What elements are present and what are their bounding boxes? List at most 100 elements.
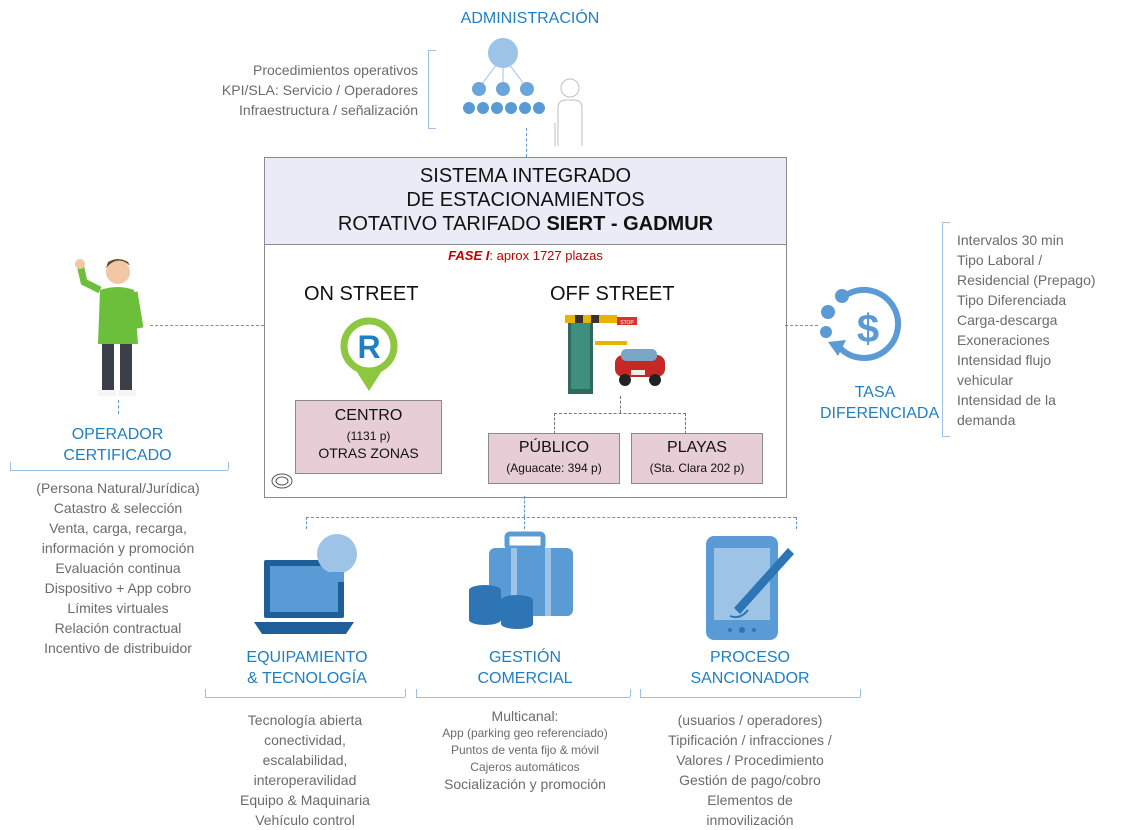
tasa-item: Tipo Laboral / xyxy=(957,252,1043,268)
gestion-item: Socialización y promoción xyxy=(444,776,606,792)
equipamiento-title-line1: EQUIPAMIENTO xyxy=(246,649,368,666)
equipamiento-title: EQUIPAMIENTO & TECNOLOGÍA xyxy=(212,647,402,689)
gestion-item: Cajeros automáticos xyxy=(470,760,580,774)
ring-icon xyxy=(271,473,293,489)
system-header: SISTEMA INTEGRADO DE ESTACIONAMIENTOS RO… xyxy=(265,158,786,245)
operator-item: Límites virtuales xyxy=(67,600,169,616)
tasa-list: Intervalos 30 min Tipo Laboral / Residen… xyxy=(957,230,1127,430)
dollar-cycle-icon: $ xyxy=(820,287,901,361)
gestion-title: GESTIÓN COMERCIAL xyxy=(430,647,620,689)
tasa-item: Intensidad de la xyxy=(957,392,1056,408)
tasa-bracket-bottom xyxy=(942,436,950,437)
centro-box: CENTRO (1131 p) OTRAS ZONAS xyxy=(295,400,442,474)
gestion-item: Puntos de venta fijo & móvil xyxy=(450,743,600,757)
parking-letter: R xyxy=(357,329,380,365)
admin-bracket-bottom xyxy=(428,128,436,129)
publico-title: PÚBLICO xyxy=(518,439,590,456)
centro-otras: OTRAS ZONAS xyxy=(318,445,419,461)
operator-bracket-left xyxy=(10,462,11,470)
briefcase-coins-icon xyxy=(469,531,573,629)
tasa-title: TASA DIFERENCIADA xyxy=(820,382,940,424)
bottom-drop-right xyxy=(796,517,797,529)
admin-item: Infraestructura / señalización xyxy=(239,102,418,118)
bottom-bar xyxy=(306,517,796,518)
proceso-item: Tipificación / infracciones / xyxy=(668,732,832,748)
admin-list: Procedimientos operativos KPI/SLA: Servi… xyxy=(150,60,418,120)
admin-connector xyxy=(526,128,527,157)
gestion-item: Multicanal: xyxy=(491,708,559,724)
operator-item: Relación contractual xyxy=(54,620,182,636)
tasa-bracket xyxy=(942,222,943,436)
off-street-stem xyxy=(620,396,621,413)
stop-sign-text: STOP xyxy=(620,320,634,326)
playas-title: PLAYAS xyxy=(667,439,727,456)
operator-bracket-right xyxy=(228,462,229,470)
publico-count: (Aguacate: 394 p) xyxy=(506,461,602,475)
operator-item: información y promoción xyxy=(41,540,195,556)
equipamiento-bracket xyxy=(205,697,405,698)
tablet-pen-icon xyxy=(706,536,794,640)
gestion-item: App (parking geo referenciado) xyxy=(442,726,608,740)
tasa-item: Carga-descarga xyxy=(957,312,1058,328)
tasa-item: Residencial (Prepago) xyxy=(957,272,1096,288)
parking-pin-icon: R xyxy=(340,317,398,391)
playas-count: (Sta. Clara 202 p) xyxy=(649,461,745,475)
publico-box: PÚBLICO (Aguacate: 394 p) xyxy=(488,433,620,484)
gestion-list: Multicanal: App (parking geo referenciad… xyxy=(410,708,640,793)
operator-stem xyxy=(118,400,119,414)
gestion-bracket-right xyxy=(630,689,631,697)
admin-bracket-top xyxy=(428,50,436,51)
gestion-title-line2: COMERCIAL xyxy=(477,670,573,687)
operator-item: Dispositivo + App cobro xyxy=(44,580,192,596)
operator-item: Incentivo de distribuidor xyxy=(44,640,192,656)
phase-line: FASE I: aprox 1727 plazas xyxy=(265,248,786,263)
proceso-list: (usuarios / operadores) Tipificación / i… xyxy=(640,710,860,830)
gestion-bracket-left xyxy=(416,689,417,697)
gestion-title-line1: GESTIÓN xyxy=(488,649,561,666)
bottom-drop-left xyxy=(306,517,307,529)
equipamiento-item: Tecnología abierta xyxy=(247,712,363,728)
equipamiento-bracket-right xyxy=(405,689,406,697)
tasa-item: vehicular xyxy=(957,372,1014,388)
proceso-bracket-left xyxy=(640,689,641,697)
system-title-line2: DE ESTACIONAMIENTOS xyxy=(406,189,645,211)
admin-bracket xyxy=(428,50,429,128)
operator-title-line1: OPERADOR xyxy=(71,426,164,443)
on-street-heading: ON STREET xyxy=(304,283,419,305)
centro-count: (1131 p) xyxy=(346,429,391,443)
proceso-title-line2: SANCIONADOR xyxy=(690,670,810,687)
tasa-bracket-top xyxy=(942,222,950,223)
proceso-title: PROCESO SANCIONADOR xyxy=(655,647,845,689)
off-street-heading: OFF STREET xyxy=(550,283,675,305)
system-title-line1: SISTEMA INTEGRADO xyxy=(419,165,632,187)
operator-item: Evaluación continua xyxy=(55,560,181,576)
centro-title: CENTRO xyxy=(334,407,403,424)
phase-text: : aprox 1727 plazas xyxy=(489,248,603,263)
off-street-connector xyxy=(554,413,686,434)
operator-list: (Persona Natural/Jurídica) Catastro & se… xyxy=(0,478,236,658)
equipamiento-list: Tecnología abierta conectividad, escalab… xyxy=(195,710,415,830)
operator-bracket xyxy=(10,470,228,471)
equipamiento-bracket-left xyxy=(205,689,206,697)
operator-title: OPERADOR CERTIFICADO xyxy=(20,424,215,466)
admin-title: ADMINISTRACIÓN xyxy=(460,10,600,27)
admin-item: Procedimientos operativos xyxy=(253,62,418,78)
equipamiento-item: Vehículo control xyxy=(255,812,355,828)
tasa-title-line2: DIFERENCIADA xyxy=(820,405,940,422)
gestion-bracket xyxy=(416,697,630,698)
operator-person-icon xyxy=(75,259,144,396)
proceso-item: inmovilización xyxy=(706,812,794,828)
equipamiento-item: escalabilidad, xyxy=(262,752,348,768)
system-title-line3: ROTATIVO TARIFADO SIERT - GADMUR xyxy=(265,212,786,236)
tasa-title-line1: TASA xyxy=(854,384,896,401)
tasa-item: Intensidad flujo xyxy=(957,352,1052,368)
laptop-bulb-icon xyxy=(254,534,357,634)
tasa-item: Exoneraciones xyxy=(957,332,1050,348)
proceso-bracket-right xyxy=(860,689,861,697)
parking-barrier-icon: STOP xyxy=(565,315,665,394)
tasa-item: Tipo Diferenciada xyxy=(957,292,1067,308)
operator-item: Catastro & selección xyxy=(53,500,183,516)
org-hierarchy-icon xyxy=(463,38,583,146)
proceso-item: Valores / Procedimiento xyxy=(676,752,824,768)
proceso-item: Elementos de xyxy=(707,792,793,808)
